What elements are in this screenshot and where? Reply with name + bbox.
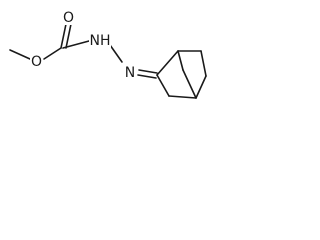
bond-bridge-c1-c7	[177, 50, 184, 71]
hydrazine-nh-label: NH	[90, 33, 111, 49]
nh-mask	[89, 32, 111, 48]
bond-carbonyl-nh	[62, 40, 90, 49]
bond-imine-double-a	[138, 69, 158, 74]
bond-ring-c2-c3	[156, 74, 170, 97]
bond-carbonyl-double-b	[65, 23, 72, 49]
bond-ring-c3-c4	[168, 95, 197, 99]
imine-nitrogen-label: N	[125, 65, 135, 81]
ester-oxygen-mask	[30, 53, 43, 69]
ester-oxygen-label: O	[31, 54, 42, 70]
bond-nh-n	[109, 44, 123, 63]
bond-ring-c5-c6	[200, 50, 207, 77]
bond-methyl-oxygen	[9, 49, 31, 60]
carbonyl-oxygen-mask	[62, 9, 75, 25]
bond-ring-c2-c1	[156, 50, 179, 76]
bond-bridge-c7-c4	[182, 69, 197, 99]
carbonyl-oxygen-label: O	[63, 10, 74, 26]
skeletal-structure: O O NH N	[9, 9, 207, 99]
bond-carbonyl-double-a	[60, 23, 67, 49]
bond-oxygen-carbonyl	[43, 47, 62, 60]
bond-imine-double-b	[137, 74, 157, 79]
bond-ring-c4-c5	[195, 75, 207, 99]
imine-nitrogen-mask	[123, 64, 137, 80]
